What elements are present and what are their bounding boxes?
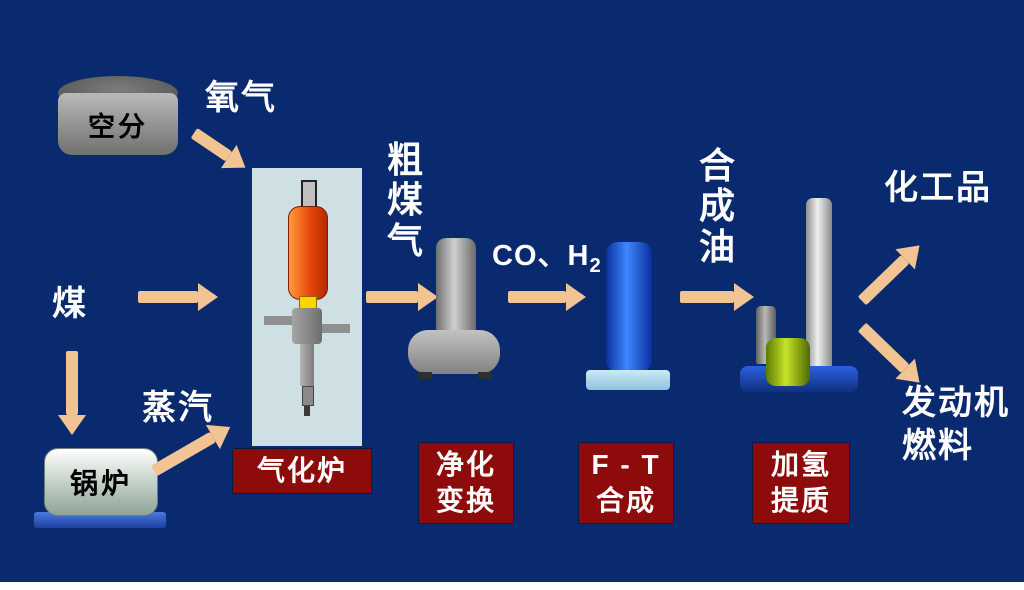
arrow-shaft	[151, 431, 216, 477]
arrow-head	[198, 283, 218, 311]
ft-line1: F - T	[591, 448, 661, 480]
gasifier-right-pipe	[322, 324, 350, 333]
bottom-strip	[0, 582, 1024, 590]
gasifier-mid-section	[292, 308, 322, 344]
arrow-shaft	[190, 128, 233, 162]
gasifier-tube	[300, 344, 314, 386]
arrow-shaft	[508, 291, 566, 303]
engine-fuel-line2: 燃料	[902, 426, 974, 465]
arrow-shaft	[138, 291, 198, 303]
arrow-shaft	[680, 291, 734, 303]
hydro-line2: 提质	[770, 485, 831, 516]
arrow-shaft	[66, 351, 78, 415]
purifier-apparatus	[408, 238, 504, 382]
arrow-coal-to-boiler	[57, 351, 87, 435]
arrow-to-chemicals	[852, 235, 930, 312]
purifier-foot	[418, 372, 432, 379]
arrow-ft-to-upgrader	[680, 282, 754, 312]
ft-reactor-column	[606, 242, 652, 372]
steam-label: 蒸汽	[142, 389, 214, 427]
upgrader-tall-column	[806, 198, 832, 370]
ft-process-label: F - T 合成	[579, 443, 673, 523]
ft-line2: 合成	[595, 485, 656, 516]
purifier-column	[436, 238, 476, 336]
syn-oil-label: 合成油	[698, 145, 735, 267]
co-h2-main: CO、H	[492, 240, 590, 272]
arrow-purifier-to-ft	[508, 282, 586, 312]
purification-line1: 净化	[435, 448, 496, 480]
arrow-oxygen-to-gasifier	[186, 121, 254, 181]
arrow-gasifier-to-purifier	[366, 282, 438, 312]
gasifier-process-label: 气化炉	[233, 449, 371, 493]
boiler-base	[34, 512, 166, 528]
arrow-coal-to-gasifier	[138, 282, 218, 312]
purification-process-label: 净化 变换	[419, 443, 513, 523]
ft-reactor	[586, 242, 670, 390]
co-h2-subscript: 2	[589, 254, 602, 277]
hydro-line1: 加氢	[770, 448, 831, 480]
co-h2-label: CO、H2	[492, 232, 602, 278]
boiler: 锅炉	[44, 448, 158, 516]
upgrader-apparatus	[740, 198, 862, 396]
arrow-shaft	[857, 322, 910, 373]
gasifier-vessel	[288, 206, 328, 300]
upgrader-green-vessel	[766, 338, 810, 386]
air-separation-label: 空分	[88, 111, 148, 142]
raw-gas-label: 粗煤气	[386, 139, 423, 261]
oxygen-label: 氧气	[205, 79, 277, 117]
gasifier-panel	[252, 168, 362, 446]
arrow-head	[566, 283, 586, 311]
coal-label: 煤	[52, 285, 88, 323]
hydro-process-label: 加氢 提质	[753, 443, 849, 523]
gasifier-nozzle-tip	[304, 406, 310, 416]
arrow-head	[58, 415, 86, 435]
air-separation-tank: 空分	[58, 93, 178, 155]
arrow-shaft	[366, 291, 418, 303]
arrow-head	[734, 283, 754, 311]
purifier-foot	[478, 372, 492, 379]
boiler-label: 锅炉	[69, 468, 132, 499]
ft-reactor-base	[586, 370, 670, 390]
arrow-head	[418, 283, 438, 311]
gasifier-process-label-text: 气化炉	[256, 454, 347, 486]
engine-fuel-line1: 发动机	[902, 384, 1010, 422]
gasifier-left-pipe	[264, 316, 292, 325]
engine-fuel-label: 发动机 燃料	[902, 382, 1010, 467]
gasifier-nozzle	[302, 386, 314, 406]
purification-line2: 变换	[435, 485, 496, 516]
purifier-base	[408, 330, 500, 374]
arrow-shaft	[857, 255, 910, 306]
chemicals-label: 化工品	[884, 169, 992, 207]
